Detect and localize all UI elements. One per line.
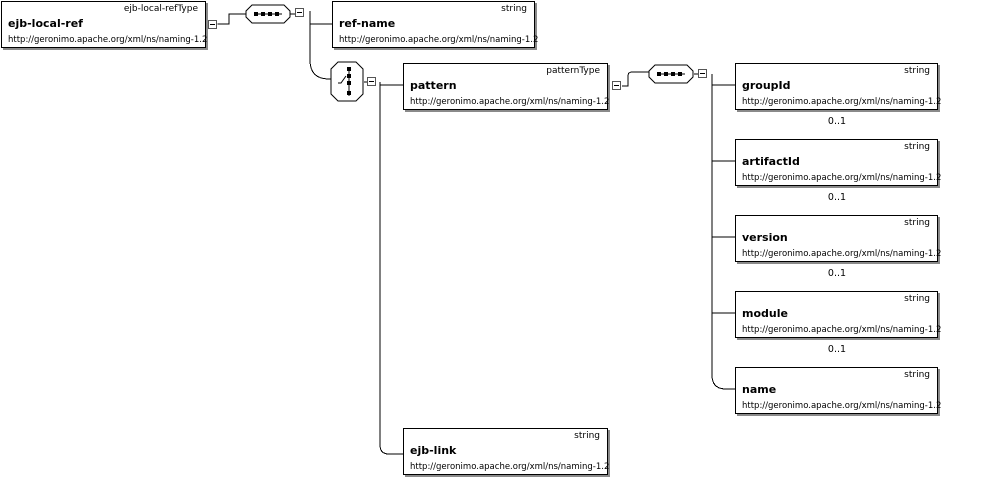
element-type: string	[904, 218, 930, 228]
element-namespace: http://geronimo.apache.org/xml/ns/naming…	[742, 325, 942, 335]
element-namespace: http://geronimo.apache.org/xml/ns/naming…	[410, 97, 610, 107]
element-name: ejb-local-ref	[8, 17, 83, 30]
collapse-toggle-icon[interactable]	[698, 69, 707, 78]
element-namespace: http://geronimo.apache.org/xml/ns/naming…	[742, 173, 942, 183]
collapse-toggle-icon[interactable]	[295, 8, 304, 17]
element-type: ejb-local-refType	[123, 4, 198, 14]
occurrence-label: 0..1	[827, 344, 847, 355]
sequence-compositor-icon[interactable]	[245, 3, 293, 25]
element-name: ref-name	[339, 17, 396, 30]
element-type: string	[904, 66, 930, 76]
element-type: string	[501, 4, 527, 14]
element-module[interactable]: string module http://geronimo.apache.org…	[735, 291, 942, 338]
element-name: version	[742, 231, 788, 244]
element-type: string	[904, 142, 930, 152]
element-ejb-link[interactable]: string ejb-link http://geronimo.apache.o…	[403, 428, 610, 475]
element-type: patternType	[546, 66, 600, 76]
collapse-toggle-icon[interactable]	[612, 81, 621, 90]
connector-choice-bus	[379, 82, 403, 455]
element-namespace: http://geronimo.apache.org/xml/ns/naming…	[742, 401, 942, 411]
sequence-compositor-icon[interactable]	[648, 63, 696, 85]
element-namespace: http://geronimo.apache.org/xml/ns/naming…	[742, 249, 942, 259]
connector-seq2-bus	[711, 74, 735, 390]
element-type: string	[904, 294, 930, 304]
occurrence-label: 0..1	[827, 192, 847, 203]
element-type: string	[574, 431, 600, 441]
element-name: artifactId	[742, 155, 800, 168]
element-namespace: http://geronimo.apache.org/xml/ns/naming…	[742, 97, 942, 107]
element-name: groupId	[742, 79, 791, 92]
connector-bus-choice	[309, 11, 332, 80]
choice-compositor-icon[interactable]	[330, 61, 368, 103]
element-namespace: http://geronimo.apache.org/xml/ns/naming…	[410, 462, 610, 472]
element-name: ejb-link	[410, 444, 457, 457]
element-namespace: http://geronimo.apache.org/xml/ns/naming…	[8, 35, 208, 45]
occurrence-label: 0..1	[827, 268, 847, 279]
element-ref-name[interactable]: string ref-name http://geronimo.apache.o…	[332, 1, 539, 48]
element-version[interactable]: string version http://geronimo.apache.or…	[735, 215, 942, 262]
element-artifactId[interactable]: string artifactId http://geronimo.apache…	[735, 139, 942, 186]
element-type: string	[904, 370, 930, 380]
element-name: pattern	[410, 79, 457, 92]
element-name: name	[742, 383, 777, 396]
element-ejb-local-ref[interactable]: ejb-local-refType ejb-local-ref http://g…	[1, 1, 208, 48]
element-namespace: http://geronimo.apache.org/xml/ns/naming…	[339, 35, 539, 45]
element-name: module	[742, 307, 788, 320]
element-groupId[interactable]: string groupId http://geronimo.apache.or…	[735, 63, 942, 110]
collapse-toggle-icon[interactable]	[367, 77, 376, 86]
element-pattern[interactable]: patternType pattern http://geronimo.apac…	[403, 63, 610, 110]
occurrence-label: 0..1	[827, 116, 847, 127]
element-name-node[interactable]: string name http://geronimo.apache.org/x…	[735, 367, 942, 414]
connector-pattern-sequence	[622, 71, 650, 87]
connector-root-sequence	[217, 13, 246, 25]
collapse-toggle-icon[interactable]	[208, 20, 217, 29]
